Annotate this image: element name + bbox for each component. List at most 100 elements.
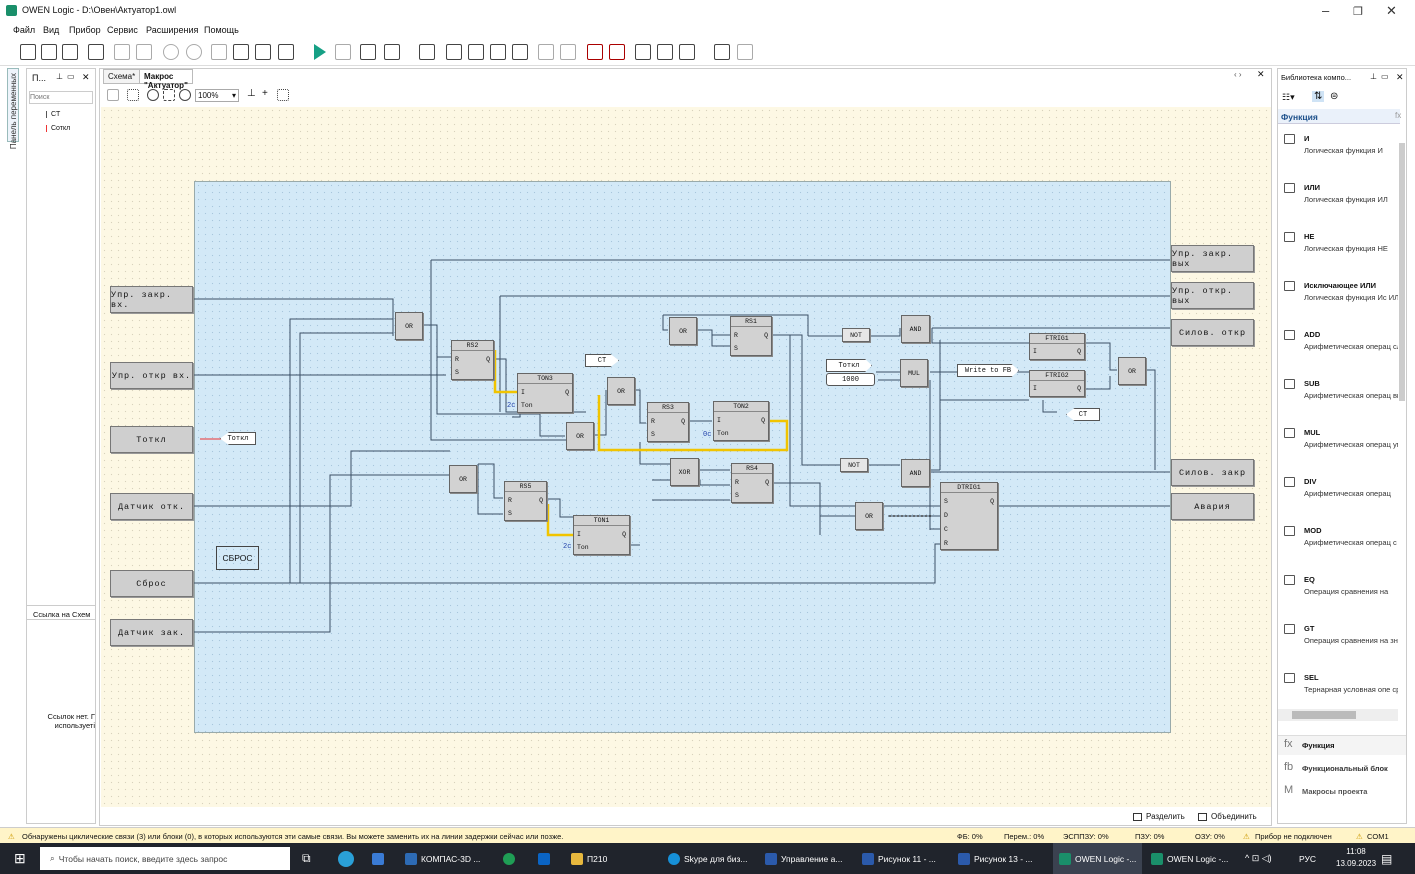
input-language[interactable]: РУС bbox=[1299, 853, 1317, 864]
device-info-icon[interactable] bbox=[233, 44, 249, 60]
or-block[interactable]: OR bbox=[395, 312, 423, 340]
reset-comment[interactable]: СБРОС bbox=[216, 546, 259, 570]
net-n2-icon[interactable] bbox=[560, 44, 576, 60]
app-icon[interactable] bbox=[372, 843, 384, 874]
tray-icons[interactable]: ^ ⊡ ◁) bbox=[1245, 853, 1272, 863]
net-n-icon[interactable] bbox=[538, 44, 554, 60]
or-block[interactable]: OR bbox=[566, 422, 594, 450]
function-section-header[interactable]: Функция bbox=[1278, 109, 1400, 124]
maximize-panel-icon[interactable]: ▭ bbox=[1381, 72, 1389, 81]
port-close-control-out[interactable]: Упр. закр. вых bbox=[1171, 245, 1254, 272]
variables-panel-tab[interactable]: Панель переменных bbox=[7, 68, 19, 149]
ct-tag[interactable]: CT bbox=[1066, 408, 1100, 421]
select-area-icon[interactable] bbox=[277, 89, 289, 101]
taskbar-app-word2[interactable]: Рисунок 11 - ... bbox=[862, 843, 936, 874]
paste-icon[interactable] bbox=[136, 44, 152, 60]
menu-extensions[interactable]: Расширения bbox=[146, 25, 199, 35]
task-view-icon[interactable]: ⧉ bbox=[302, 851, 311, 865]
undo-icon[interactable] bbox=[163, 44, 179, 60]
zoom-select[interactable]: 100%▾ bbox=[195, 89, 239, 102]
doc-icon[interactable] bbox=[737, 44, 753, 60]
taskbar-app-owen2[interactable]: OWEN Logic -... bbox=[1151, 843, 1228, 874]
split-button[interactable]: Разделить bbox=[1133, 812, 1185, 821]
open-file-icon[interactable] bbox=[41, 44, 57, 60]
device-settings-icon[interactable] bbox=[255, 44, 271, 60]
variables-search-input[interactable] bbox=[29, 91, 93, 104]
port-open-control-in[interactable]: Упр. откр вх. bbox=[110, 362, 193, 389]
taskbar-app-kompas[interactable]: КОМПАС-3D ... bbox=[405, 843, 480, 874]
totkl-tag[interactable]: Тоткл bbox=[220, 432, 256, 445]
and-block[interactable]: AND bbox=[901, 459, 930, 487]
save-icon[interactable] bbox=[62, 44, 78, 60]
close-panel-icon[interactable]: ✕ bbox=[1396, 72, 1404, 82]
var-v-icon[interactable] bbox=[446, 44, 462, 60]
maximize-panel-icon[interactable]: ▭ bbox=[67, 72, 75, 81]
port-power-close[interactable]: Силов. закр bbox=[1171, 459, 1254, 486]
com-port[interactable]: COM1 bbox=[1367, 832, 1389, 841]
windows-start-icon[interactable]: ⊞ bbox=[14, 850, 26, 866]
port-sensor-close[interactable]: Датчик зак. bbox=[110, 619, 193, 646]
block-icon[interactable] bbox=[512, 44, 528, 60]
x-b-icon[interactable] bbox=[635, 44, 651, 60]
or-block[interactable]: OR bbox=[1118, 357, 1146, 385]
sort-icon[interactable]: ⇅ bbox=[1312, 91, 1325, 102]
add-input-icon[interactable]: ⊥ bbox=[247, 88, 256, 99]
export-icon[interactable] bbox=[714, 44, 730, 60]
grid-table-icon[interactable] bbox=[384, 44, 400, 60]
tab-scroll-icon[interactable]: ‹ › bbox=[1234, 70, 1242, 79]
port-close-control-in[interactable]: Упр. закр. вх. bbox=[110, 286, 193, 313]
const-value[interactable]: 1000 bbox=[826, 373, 875, 386]
totkl-tag[interactable]: Тоткл bbox=[826, 359, 872, 372]
mul-block[interactable]: MUL bbox=[900, 359, 928, 387]
port-sensor-open[interactable]: Датчик отк. bbox=[110, 493, 193, 520]
x-i-icon[interactable] bbox=[657, 44, 673, 60]
taskbar-app-skype[interactable]: Skype для биз... bbox=[668, 843, 747, 874]
read-r-icon[interactable] bbox=[609, 44, 625, 60]
close-panel-icon[interactable]: ✕ bbox=[82, 72, 90, 82]
pin-icon[interactable]: ⊥ bbox=[1370, 72, 1377, 81]
notifications-icon[interactable]: ▤ bbox=[1381, 851, 1393, 866]
not-block[interactable]: NOT bbox=[842, 328, 870, 342]
variable-item[interactable]: Соткл bbox=[46, 125, 70, 132]
close-tab-icon[interactable]: ✕ bbox=[1257, 69, 1265, 79]
menu-file[interactable]: Файл bbox=[13, 25, 36, 35]
or-block[interactable]: OR bbox=[669, 317, 697, 345]
taskbar-app-word3[interactable]: Рисунок 13 - ... bbox=[958, 843, 1033, 874]
ct-tag[interactable]: CT bbox=[585, 354, 619, 367]
maximize-icon[interactable]: ❐ bbox=[1353, 6, 1363, 18]
x-f-icon[interactable] bbox=[679, 44, 695, 60]
filter-icon[interactable]: ⊜ bbox=[1330, 91, 1339, 102]
redo-icon[interactable] bbox=[186, 44, 202, 60]
variable-item[interactable]: CT bbox=[46, 111, 60, 118]
menu-view[interactable]: Вид bbox=[43, 25, 60, 35]
port-reset[interactable]: Сброс bbox=[110, 570, 193, 597]
zoom-fit-icon[interactable] bbox=[163, 89, 175, 101]
write-to-fb-tag[interactable]: Write to FB bbox=[957, 364, 1019, 377]
tab-macro-actuator[interactable]: Макрос "Актуатор" bbox=[139, 69, 193, 90]
macro-area[interactable] bbox=[194, 181, 1171, 733]
tab-schema[interactable]: Схема* bbox=[103, 69, 141, 84]
port-alarm[interactable]: Авария bbox=[1171, 493, 1254, 520]
save-macro-icon[interactable] bbox=[107, 89, 119, 101]
edge-icon[interactable] bbox=[338, 843, 354, 874]
port-open-control-out[interactable]: Упр. откр. вых bbox=[1171, 282, 1254, 309]
or-block[interactable]: OR bbox=[607, 377, 635, 405]
var-v2-icon[interactable] bbox=[468, 44, 484, 60]
write-device-icon[interactable] bbox=[335, 44, 351, 60]
menu-device[interactable]: Прибор bbox=[69, 25, 101, 35]
add-output-icon[interactable]: + bbox=[262, 88, 268, 99]
run-simulation-icon[interactable] bbox=[314, 44, 326, 60]
